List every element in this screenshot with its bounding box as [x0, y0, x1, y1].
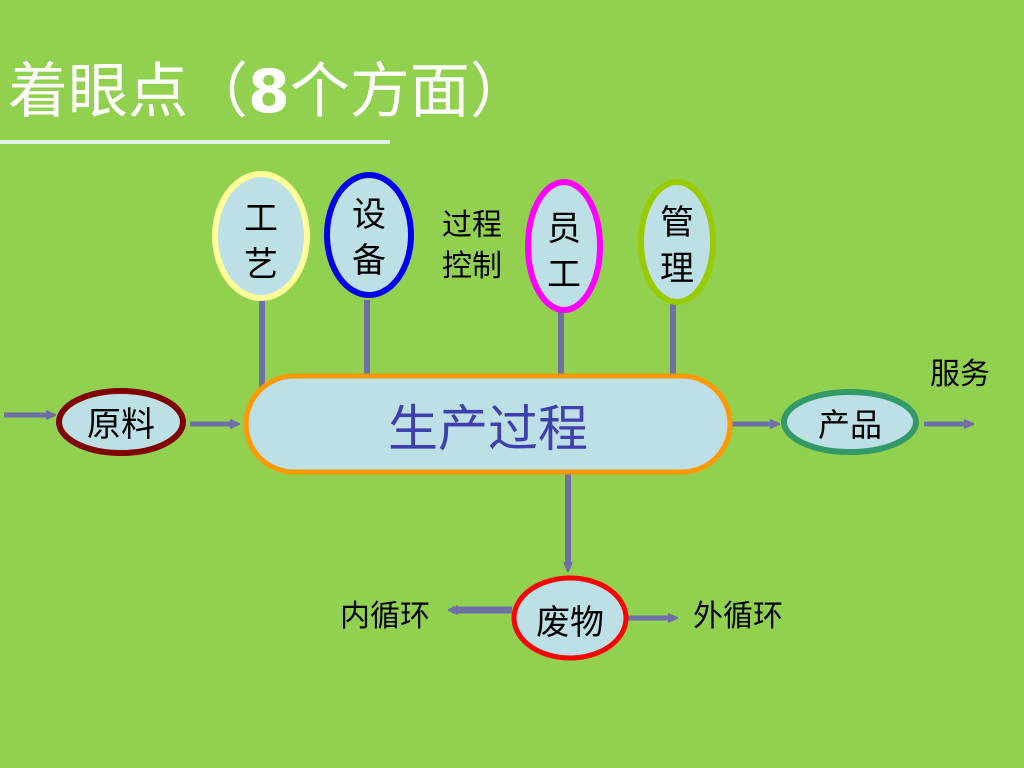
node-process: 工 艺: [212, 171, 310, 301]
node-management-line2: 理: [660, 249, 694, 289]
node-staff-shape: [525, 179, 603, 313]
node-main-process: 生产过程: [243, 373, 733, 475]
page-title: 着眼点（8个方面）: [8, 52, 530, 132]
node-process-line2: 艺: [244, 245, 278, 285]
inner-cycle-label: 内循环: [340, 599, 430, 634]
node-process-shape: [212, 171, 310, 301]
process-control-label: 过程 控制: [442, 208, 502, 284]
node-product-shape: [781, 389, 919, 455]
process-control-line2: 控制: [442, 249, 502, 284]
node-waste: 废物: [511, 575, 629, 661]
node-main-process-label: 生产过程: [388, 400, 588, 458]
node-process-line1: 工: [244, 199, 278, 239]
node-management-shape: [638, 179, 716, 305]
node-equipment-line1: 设: [352, 195, 386, 235]
node-main-process-shape: [243, 373, 733, 475]
title-number: 8: [248, 57, 290, 127]
title-underline: [0, 140, 390, 144]
node-staff-line2: 工: [547, 255, 581, 295]
title-suffix: 个方面）: [289, 57, 530, 127]
node-waste-label: 废物: [536, 603, 604, 643]
node-product-label: 产品: [818, 406, 882, 444]
node-equipment-shape: [324, 172, 414, 298]
node-staff-line1: 员: [547, 209, 581, 249]
service-label: 服务: [930, 357, 990, 392]
node-raw-material: 原料: [56, 388, 186, 456]
node-staff: 员 工: [525, 179, 603, 313]
node-raw-material-label: 原料: [87, 405, 155, 445]
process-control-line1: 过程: [442, 208, 502, 243]
outer-cycle-label: 外循环: [693, 599, 783, 634]
node-raw-material-shape: [56, 388, 186, 456]
node-management: 管 理: [638, 179, 716, 305]
node-equipment: 设 备: [324, 172, 414, 298]
node-waste-shape: [511, 575, 629, 661]
title-prefix: 着眼点（: [8, 57, 248, 127]
node-equipment-line2: 备: [352, 241, 386, 281]
node-product: 产品: [781, 389, 919, 455]
node-management-line1: 管: [660, 203, 694, 243]
